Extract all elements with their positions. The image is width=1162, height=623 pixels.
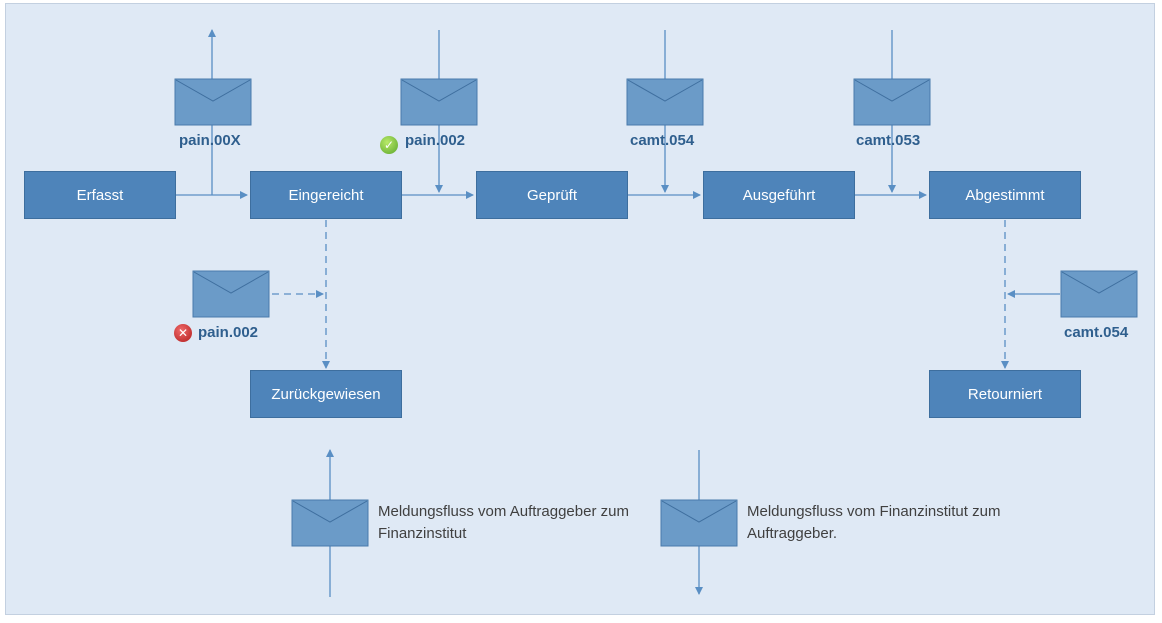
envelope-icon-pain002-ok bbox=[400, 78, 478, 126]
state-erfasst: Erfasst bbox=[24, 171, 176, 219]
x-circle-icon: ✕ bbox=[174, 324, 192, 342]
legend-outgoing: Meldungsfluss vom Auftraggeber zum Finan… bbox=[378, 503, 629, 542]
envelope-icon-camt054-side bbox=[1060, 270, 1138, 318]
check-circle-icon: ✓ bbox=[380, 136, 398, 154]
label-camt054-top: camt.054 bbox=[630, 132, 695, 149]
state-abgestimmt: Abgestimmt bbox=[929, 171, 1081, 219]
state-ausgefuehrt: Ausgeführt bbox=[703, 171, 855, 219]
label-camt054-side: camt.054 bbox=[1064, 324, 1129, 341]
envelope-icon-camt053 bbox=[853, 78, 931, 126]
envelope-icon-legend-out bbox=[291, 499, 369, 547]
envelope-icon-legend-in bbox=[660, 499, 738, 547]
state-zurueckgewiesen: Zurückgewiesen bbox=[250, 370, 402, 418]
label-camt053: camt.053 bbox=[856, 132, 921, 149]
label-pain002-ok: pain.002 bbox=[405, 132, 466, 149]
state-retourniert: Retourniert bbox=[929, 370, 1081, 418]
state-geprueft: Geprüft bbox=[476, 171, 628, 219]
label-pain00x: pain.00X bbox=[179, 132, 241, 149]
envelope-icon-pain002-err bbox=[192, 270, 270, 318]
label-pain002-err: pain.002 bbox=[198, 324, 259, 341]
envelope-icon-camt054-top bbox=[626, 78, 704, 126]
legend-incoming: Meldungsfluss vom Finanzinstitut zum Auf… bbox=[747, 503, 1001, 542]
envelope-icon-pain00x bbox=[174, 78, 252, 126]
state-eingereicht: Eingereicht bbox=[250, 171, 402, 219]
